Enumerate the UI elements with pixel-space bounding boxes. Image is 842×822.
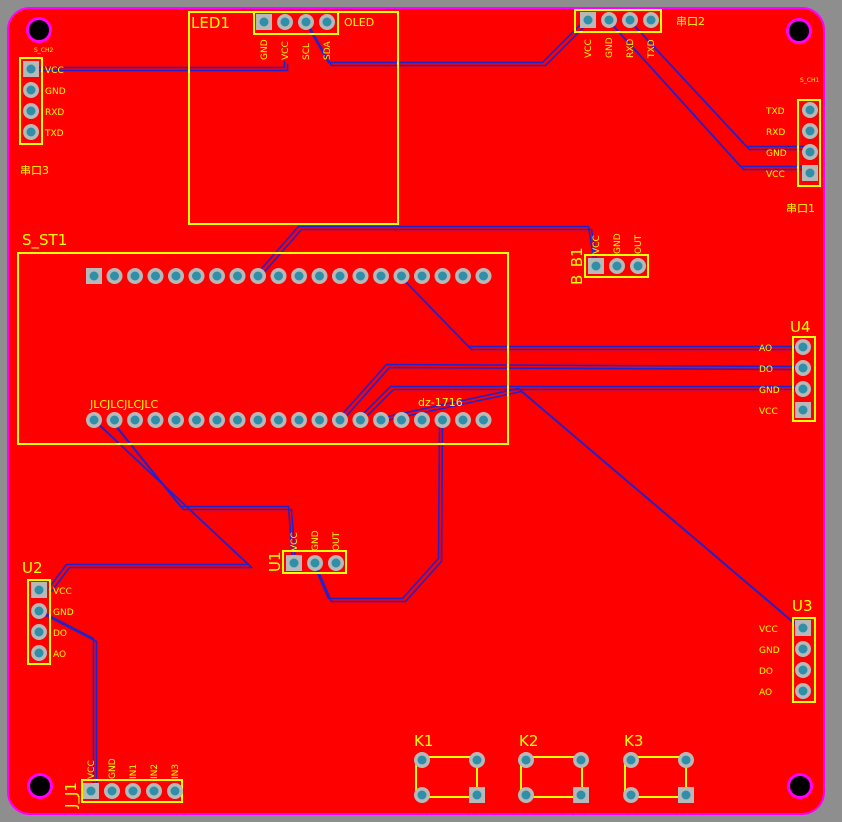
port3-header-outline xyxy=(19,57,43,145)
port3-label: 串口3 xyxy=(20,164,49,177)
pin-label: GND xyxy=(766,149,787,159)
u4-header-outline xyxy=(792,336,816,422)
traces xyxy=(29,17,812,793)
u4-label: U4 xyxy=(790,318,811,336)
pin-label: VCC xyxy=(45,66,64,76)
pin-label: VCC xyxy=(759,407,778,417)
trace xyxy=(629,20,812,151)
u3-label: U3 xyxy=(792,597,813,615)
pin-label: GND xyxy=(759,386,780,396)
k1-label: K1 xyxy=(414,732,433,750)
pin-label: VCC xyxy=(759,625,778,635)
u2-label: U2 xyxy=(22,559,43,577)
pin-label: OUT xyxy=(634,234,644,254)
pin-labels: GND VCC SCL SDA VCC GND RXD TXD VCC GND RXD TXD TXD R… xyxy=(44,37,787,779)
trace xyxy=(111,420,297,565)
pin-label: VCC xyxy=(87,760,97,779)
trace xyxy=(40,611,98,793)
pin-label: GND xyxy=(53,608,74,618)
u2-header-outline xyxy=(27,579,51,665)
pin-label: GND xyxy=(260,39,270,60)
pin-label: GND xyxy=(108,758,118,779)
pin-label: VCC xyxy=(290,532,300,551)
trace xyxy=(311,418,441,600)
pin-label: VCC xyxy=(584,39,594,58)
trace xyxy=(32,63,289,72)
port2-label: 串口2 xyxy=(676,15,705,28)
pin-label: VCC xyxy=(592,235,602,254)
trace xyxy=(400,276,805,351)
trace xyxy=(608,20,812,171)
mounting-holes xyxy=(26,17,813,799)
pin-label: GND xyxy=(45,87,66,97)
k2-label: K2 xyxy=(519,732,538,750)
u3-header-outline xyxy=(792,617,816,703)
pin-label: DO xyxy=(53,629,67,639)
pin-label: AO xyxy=(759,688,772,698)
pin-label: RXD xyxy=(766,128,785,138)
pin-label: TXD xyxy=(765,107,785,117)
pin-label: GND xyxy=(605,37,615,58)
trace xyxy=(29,60,286,69)
k3-label: K3 xyxy=(624,732,643,750)
trace xyxy=(303,17,588,64)
silkscreen-outlines xyxy=(17,9,821,803)
pin-label: SDA xyxy=(323,41,333,60)
b_b1-label: B_B1 xyxy=(568,247,587,285)
pin-label: RXD xyxy=(45,108,64,118)
u1-label: U1 xyxy=(266,551,284,572)
k3-outline xyxy=(624,756,687,798)
s_st1-label: S_ST1 xyxy=(22,231,67,250)
trace xyxy=(340,366,805,423)
pin-label: OUT xyxy=(332,531,342,551)
trace xyxy=(381,390,803,631)
oled-header-outline xyxy=(253,11,339,35)
b_b1-header-outline xyxy=(584,254,649,278)
trace xyxy=(314,421,444,603)
u1-header-outline xyxy=(282,550,347,574)
pads xyxy=(23,12,818,803)
trace xyxy=(50,420,254,592)
k1-outline xyxy=(415,756,478,798)
pin-label: AO xyxy=(759,344,772,354)
pin-label: RXD xyxy=(626,39,636,58)
port2-header-outline xyxy=(574,9,662,33)
trace xyxy=(357,385,802,420)
trace xyxy=(360,388,805,423)
port1-small-label: S_CH1 xyxy=(800,77,820,84)
pin-label: SCL xyxy=(302,43,312,60)
trace xyxy=(255,225,596,276)
jlc-label: JLCJLCJLCJLC xyxy=(89,398,159,411)
pin-label: VCC xyxy=(281,41,291,60)
silkscreen-text: LED1 OLED S_ST1 JLCJLCJLCJLC dz-1716 B_B… xyxy=(20,14,820,809)
trace xyxy=(37,608,95,790)
pin-label: IN2 xyxy=(150,764,160,779)
port3-small-label: S_CH2 xyxy=(34,47,54,54)
k2-outline xyxy=(520,756,583,798)
pin-label: GND xyxy=(759,646,780,656)
pin-label: TXD xyxy=(44,129,64,139)
trace xyxy=(306,20,591,67)
j_j1-label: J_J1 xyxy=(62,782,81,809)
dz-label: dz-1716 xyxy=(418,396,463,409)
pin-label: VCC xyxy=(53,587,72,597)
pin-label: IN3 xyxy=(171,764,181,779)
port1-header-outline xyxy=(797,99,821,187)
oled-label: OLED xyxy=(344,16,374,29)
s_st1-outline xyxy=(17,252,509,445)
pin-label: DO xyxy=(759,667,773,677)
led1-label: LED1 xyxy=(191,14,230,32)
pin-label: DO xyxy=(759,365,773,375)
port1-label: 串口1 xyxy=(786,202,815,215)
pin-label: GND xyxy=(613,233,623,254)
trace xyxy=(337,363,802,420)
pin-label: GND xyxy=(311,530,321,551)
pin-label: IN1 xyxy=(129,764,139,779)
pin-label: VCC xyxy=(766,170,785,180)
pin-label: AO xyxy=(53,650,66,660)
pin-label: TXD xyxy=(647,39,657,59)
